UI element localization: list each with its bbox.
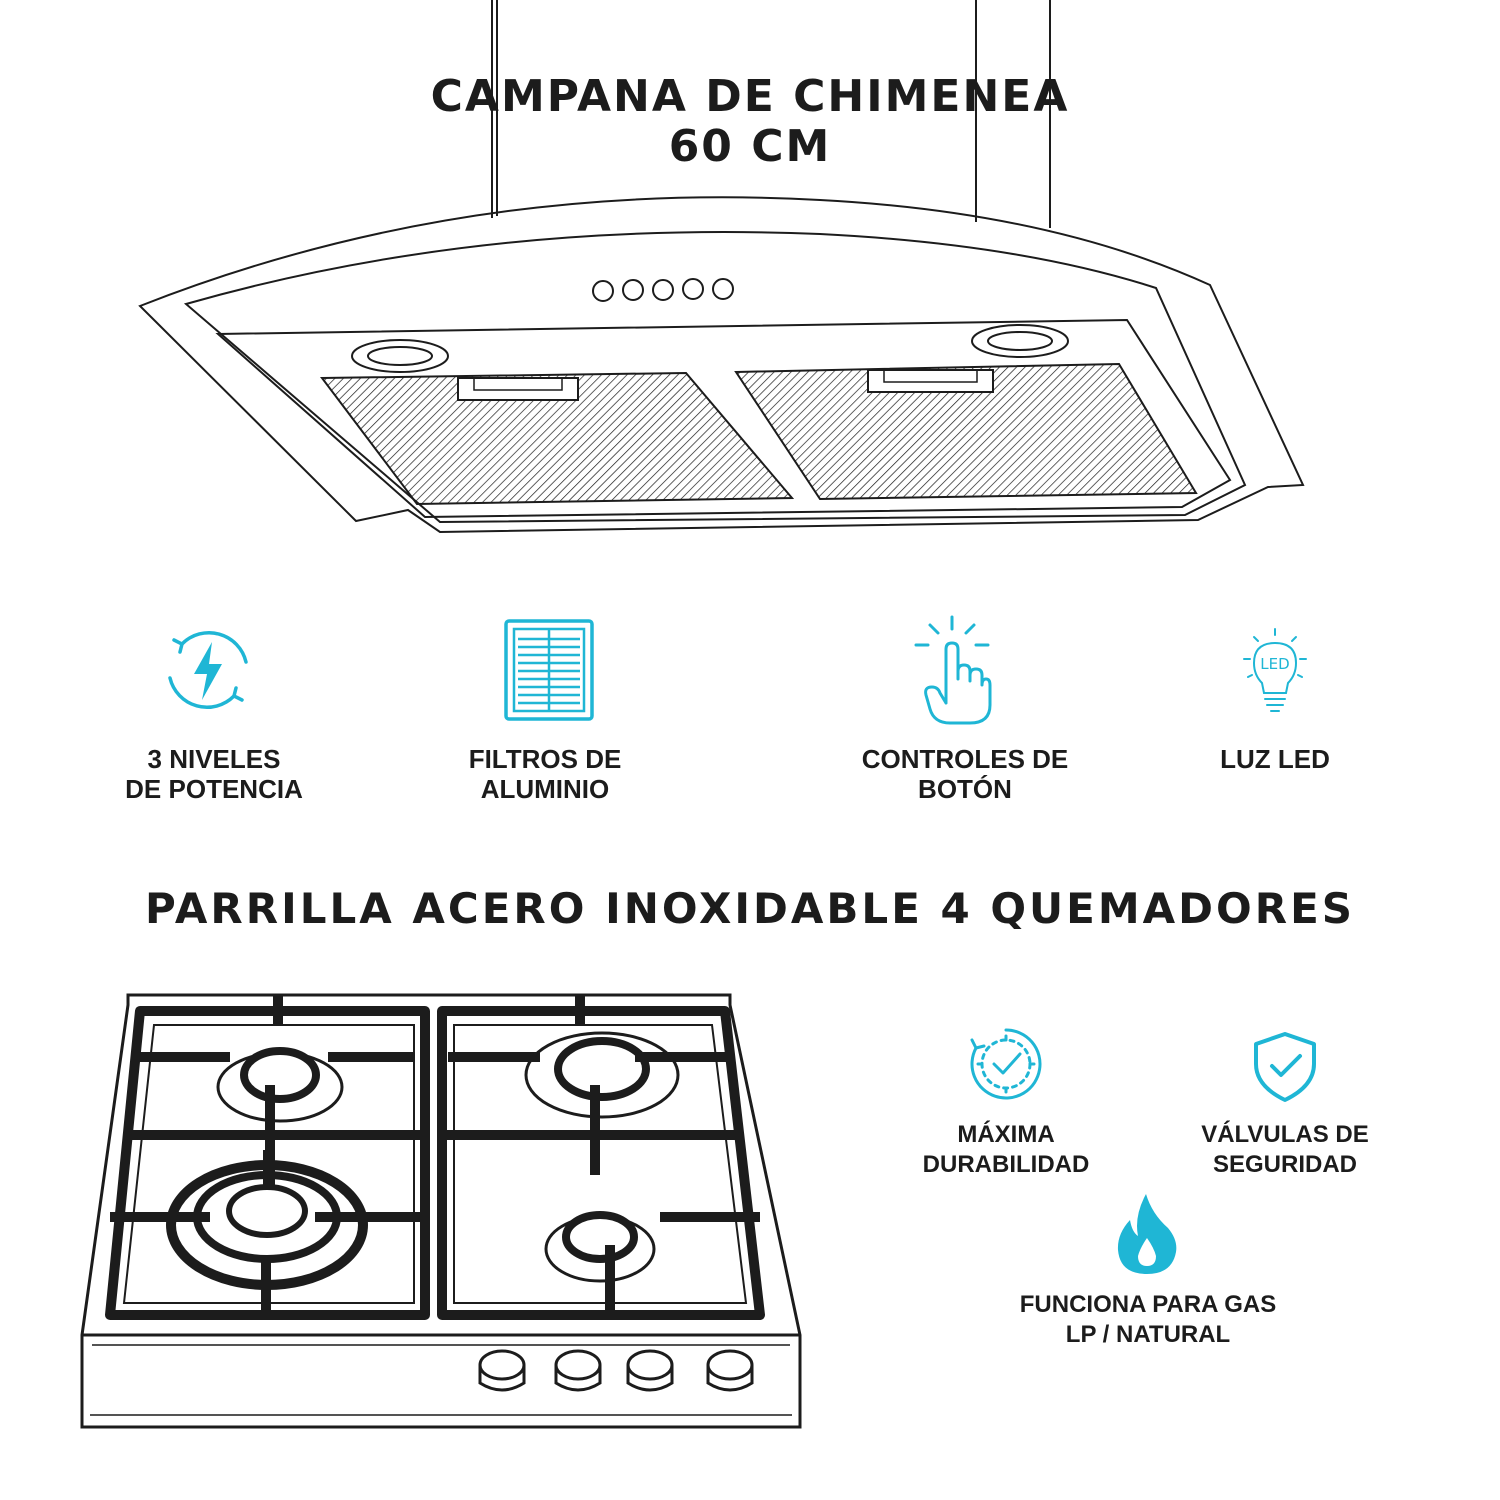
feature-aluminum-filters: FILTROS DE ALUMINIO bbox=[468, 744, 622, 804]
hood-filter-left bbox=[320, 371, 795, 506]
feature-gas-type: FUNCIONA PARA GAS LP / NATURAL bbox=[1019, 1291, 1277, 1348]
hood-control-button bbox=[682, 278, 704, 300]
hood-title-line2: 60 CM bbox=[668, 121, 832, 172]
hood-light bbox=[351, 339, 449, 373]
hood-light bbox=[367, 346, 433, 366]
hood-title-line1: CAMPANA DE CHIMENEA bbox=[430, 71, 1070, 122]
feature-power-levels: 3 NIVELES DE POTENCIA bbox=[125, 744, 303, 804]
touch-button-icon bbox=[914, 615, 992, 725]
cooktop-knob bbox=[626, 1349, 674, 1381]
led-bulb-icon: LED bbox=[1243, 628, 1307, 712]
hood-control-button bbox=[652, 279, 674, 301]
hood-control-button bbox=[622, 279, 644, 301]
hood-light bbox=[987, 331, 1053, 351]
feature-button-controls: CONTROLES DE BOTÓN bbox=[861, 744, 1069, 804]
cooktop-knob bbox=[478, 1349, 526, 1381]
feature-safety-valves: VÁLVULAS DE SEGURIDAD bbox=[1201, 1121, 1369, 1178]
durability-clock-icon bbox=[970, 1028, 1042, 1100]
hood-control-button bbox=[712, 278, 734, 300]
hood-control-button bbox=[592, 280, 614, 302]
aluminum-filter-icon bbox=[504, 619, 594, 721]
cooktop-knob bbox=[554, 1349, 602, 1381]
power-levels-icon bbox=[168, 630, 248, 710]
hood-light bbox=[971, 324, 1069, 358]
safety-shield-icon bbox=[1254, 1032, 1316, 1102]
feature-led-light: LUZ LED bbox=[1220, 744, 1330, 774]
cooktop-title: PARRILLA ACERO INOXIDABLE 4 QUEMADORES bbox=[144, 884, 1356, 933]
hood-title: CAMPANA DE CHIMENEA 60 CM bbox=[300, 72, 1200, 172]
feature-max-durability: MÁXIMA DURABILIDAD bbox=[922, 1121, 1090, 1178]
led-icon-text: LED bbox=[1260, 655, 1289, 673]
gas-cooktop-illustration bbox=[80, 993, 802, 1429]
gas-flame-icon bbox=[1117, 1194, 1177, 1274]
hood-filter-right bbox=[734, 362, 1198, 501]
cooktop-knob bbox=[706, 1349, 754, 1381]
range-hood-illustration bbox=[138, 0, 1305, 534]
